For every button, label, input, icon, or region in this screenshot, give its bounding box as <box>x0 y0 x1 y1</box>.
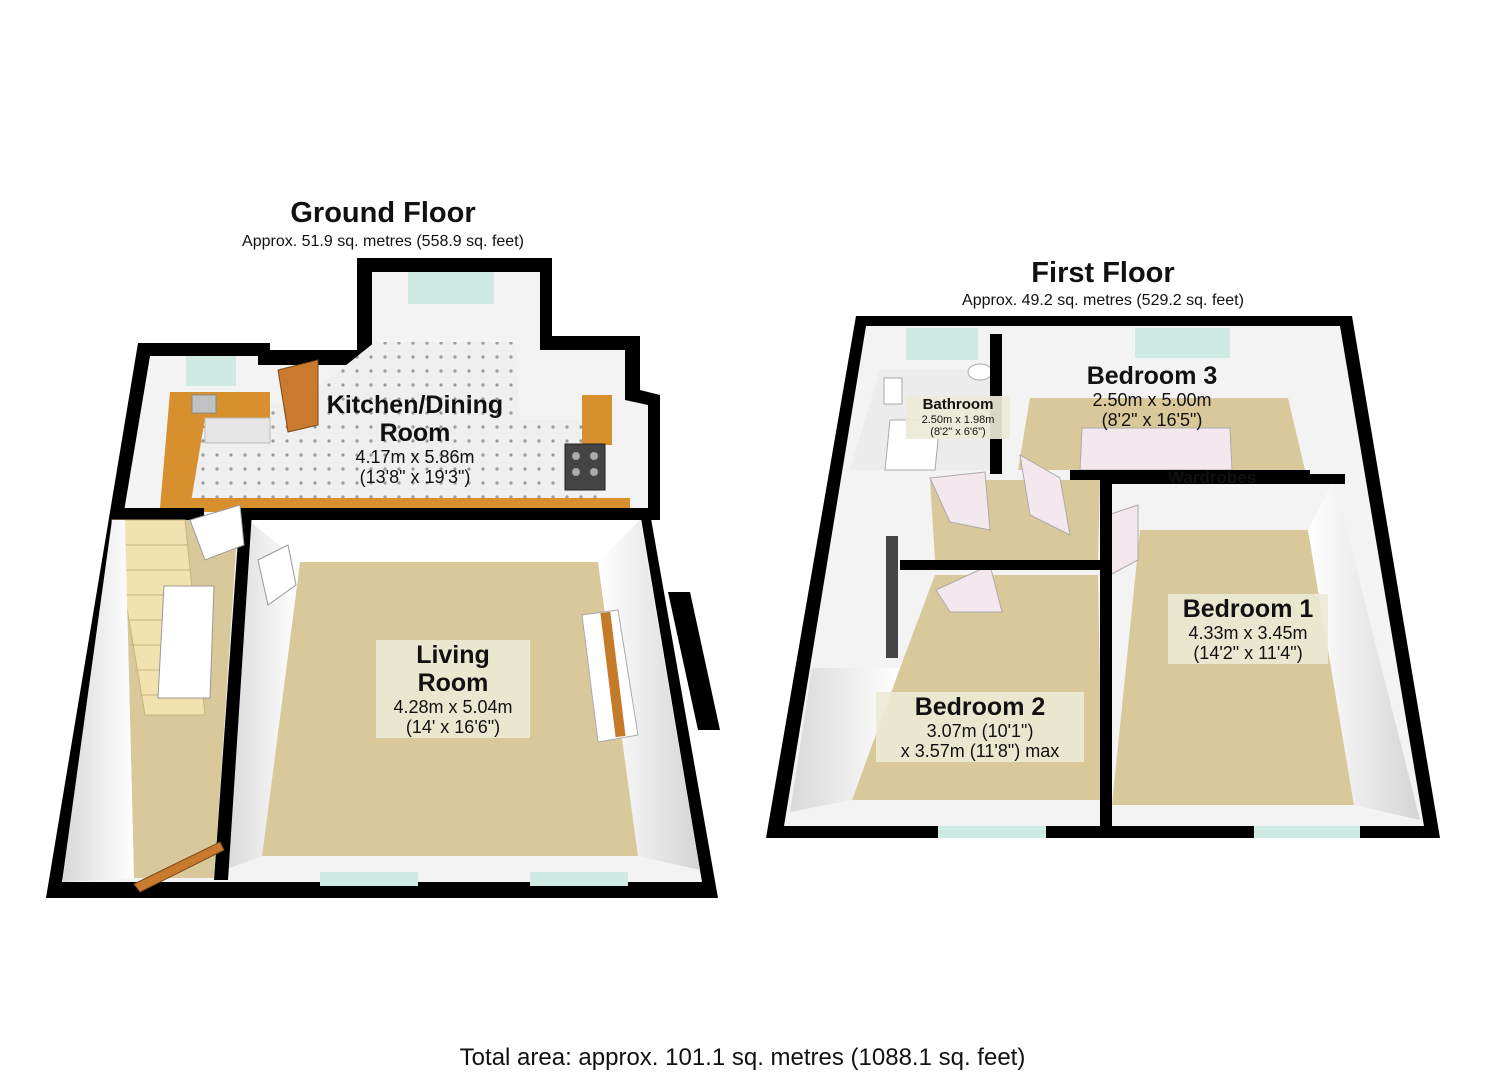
bedroom1-bedroom2-divider <box>1100 480 1112 830</box>
bathroom-window <box>906 328 978 360</box>
living-room-wall-top <box>248 520 640 562</box>
bedroom1-window <box>1254 826 1360 838</box>
cooker <box>564 443 606 491</box>
kitchen-worktop-right <box>582 395 612 445</box>
living-room-door <box>257 544 297 606</box>
bathroom-dim-metric: 2.50m x 1.98m <box>921 413 995 426</box>
bedroom2-name: Bedroom 2 <box>914 693 1046 721</box>
kitchen-window-rear <box>408 272 494 304</box>
living-name-line1: Living <box>416 641 490 669</box>
bedroom3-name: Bedroom 3 <box>1086 362 1218 390</box>
living-room-wall-right <box>598 520 700 870</box>
living-dim-imperial: (14' x 16'6") <box>405 717 501 738</box>
toilet <box>883 377 903 405</box>
kitchen-dining-label: Kitchen/Dining Room 4.17m x 5.86m (13'8"… <box>300 390 530 488</box>
bedroom2-window <box>938 826 1046 838</box>
hall-living-divider <box>214 512 252 880</box>
ground-floor-plan <box>46 258 720 898</box>
bedroom1-dim-imperial: (14'2" x 11'4") <box>1193 643 1303 664</box>
airing-cupboard-wall <box>886 536 898 658</box>
kitchen-dim-imperial: (13'8" x 19'3") <box>359 467 471 488</box>
kitchen-worktop-left <box>160 392 270 508</box>
bedroom2-wall-left <box>790 668 900 812</box>
wardrobes-label: Wardrobes <box>1168 468 1257 487</box>
ground-floor-area: Approx. 51.9 sq. metres (558.9 sq. feet) <box>242 233 524 250</box>
bedroom1-label: Bedroom 1 4.33m x 3.45m (14'2" x 11'4") <box>1168 594 1328 665</box>
living-window-front-right <box>530 872 628 886</box>
bedroom2-label: Bedroom 2 3.07m (10'1") x 3.57m (11'8") … <box>876 692 1084 763</box>
bedroom1-dim-metric: 4.33m x 3.45m <box>1188 623 1308 643</box>
bathroom-label: Bathroom 2.50m x 1.98m (8'2" x 6'6") <box>906 396 1010 439</box>
bathroom-door <box>929 471 991 531</box>
bedroom3-window <box>1135 328 1230 358</box>
bedroom3-dim-metric: 2.50m x 5.00m <box>1092 390 1212 410</box>
living-room-label: Living Room 4.28m x 5.04m (14' x 16'6") <box>376 640 530 739</box>
living-dim-metric: 4.28m x 5.04m <box>393 697 513 717</box>
bedroom2-wall-top <box>900 560 1110 570</box>
bathroom-name: Bathroom <box>922 396 994 413</box>
bedroom1-name: Bedroom 1 <box>1182 595 1314 623</box>
bedroom1-wall-right <box>1308 480 1420 820</box>
front-door <box>133 841 225 893</box>
total-area: Total area: approx. 101.1 sq. metres (10… <box>459 1044 1026 1071</box>
hall-wall-left <box>62 520 134 882</box>
bathroom-dim-imperial: (8'2" x 6'6") <box>930 425 986 438</box>
kitchen-living-divider <box>240 508 660 520</box>
bedroom3-wardrobe-doors <box>1079 427 1233 471</box>
fireplace-mantel <box>600 611 626 738</box>
kitchen-dim-metric: 4.17m x 5.86m <box>355 447 475 467</box>
bedroom3-dim-imperial: (8'2" x 16'5") <box>1101 410 1203 431</box>
living-name-line2: Room <box>417 669 489 697</box>
first-floor-area: Approx. 49.2 sq. metres (529.2 sq. feet) <box>962 292 1244 309</box>
ground-floor-title: Ground Floor <box>290 197 476 229</box>
hall-kitchen-divider <box>118 508 204 520</box>
kitchen-cupboards <box>204 417 271 444</box>
kitchen-floor <box>160 342 600 508</box>
basin <box>967 363 993 381</box>
bedroom3-door <box>1019 454 1071 536</box>
back-door <box>277 359 319 433</box>
bedroom3-label: Bedroom 3 2.50m x 5.00m (8'2" x 16'5") <box>1068 361 1236 431</box>
kitchen-name-line2: Room <box>379 419 451 447</box>
kitchen-name-line1: Kitchen/Dining <box>326 391 504 419</box>
kitchen-sink <box>191 394 217 414</box>
living-window-front-left <box>320 872 418 886</box>
bedroom2-dim-line2: x 3.57m (11'8") max <box>900 741 1060 762</box>
under-stairs-cupboard <box>157 585 215 699</box>
bedroom2-dim-line1: 3.07m (10'1") <box>926 721 1034 741</box>
first-floor-title: First Floor <box>1031 257 1175 289</box>
hall-door <box>189 504 245 561</box>
bedroom1-wall-top <box>1100 474 1345 484</box>
bedroom2-door <box>935 564 1003 613</box>
living-window-side <box>668 592 720 730</box>
kitchen-window-left <box>186 356 236 386</box>
